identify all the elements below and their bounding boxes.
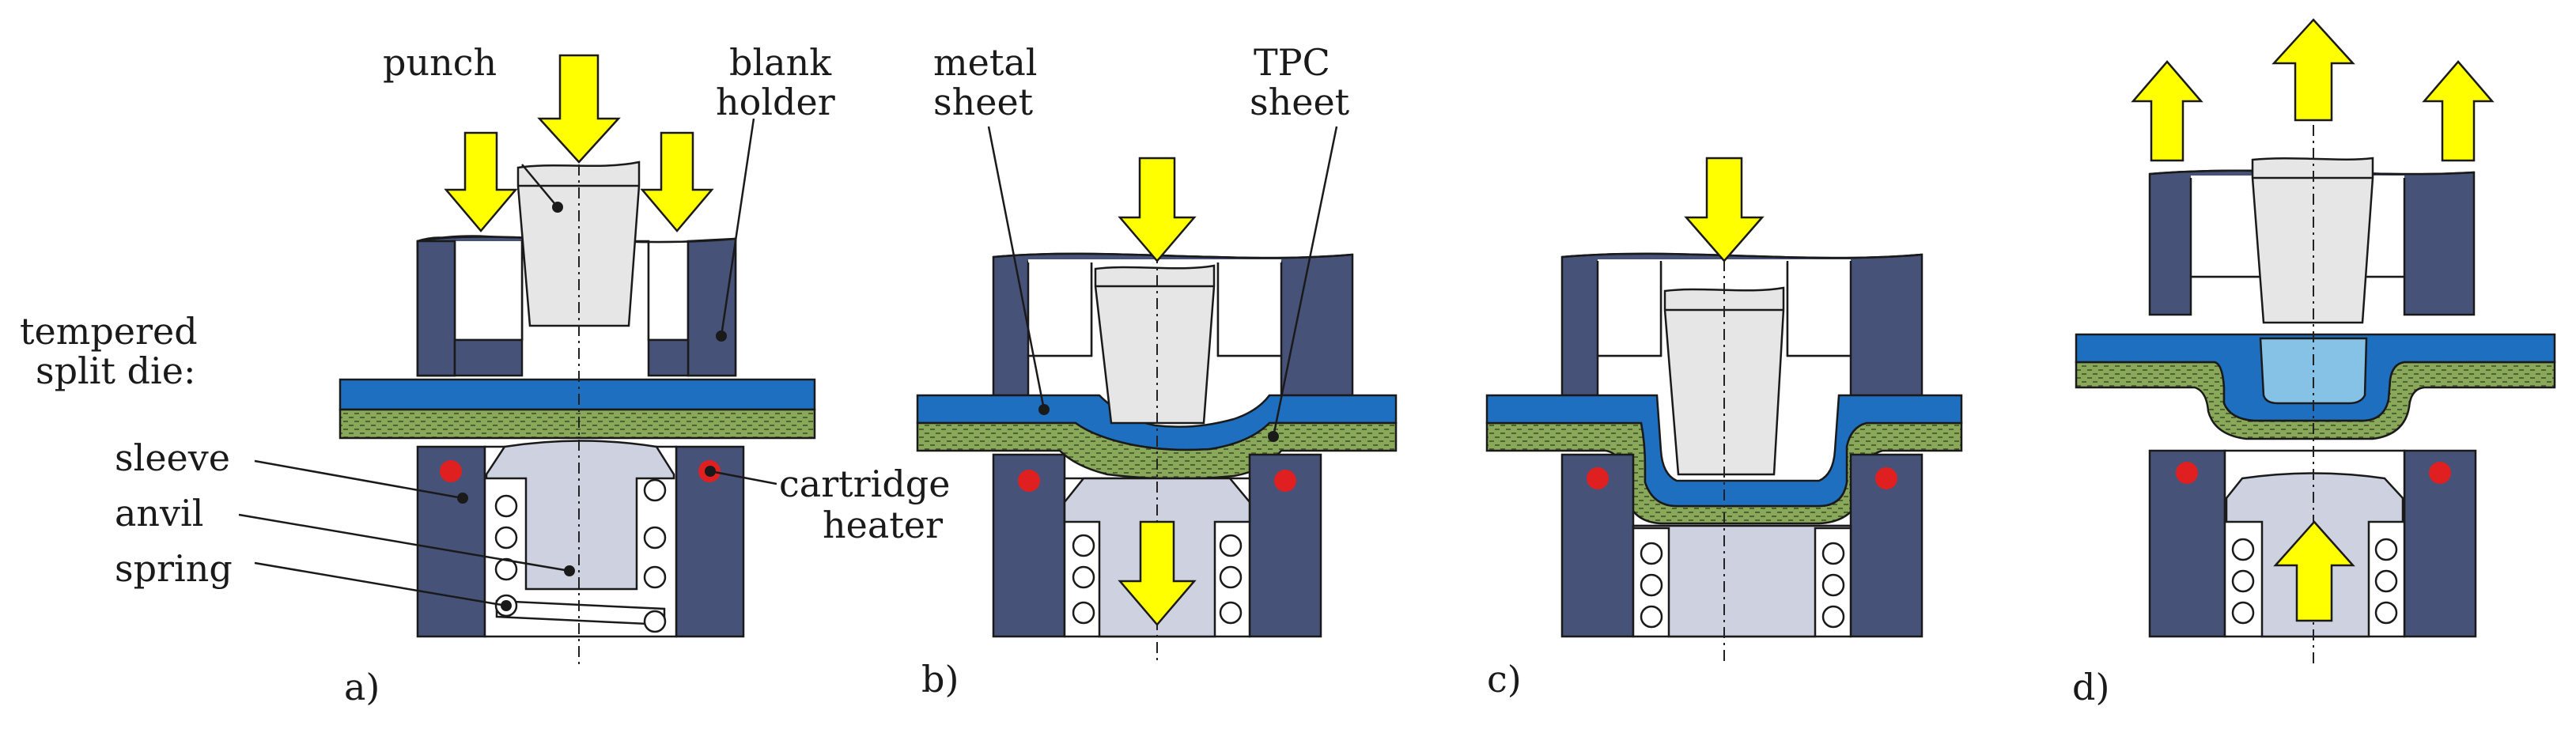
arrow-down-anvil-b [1118, 520, 1197, 626]
label-spring: spring [115, 547, 233, 590]
arrow-down-left [444, 131, 518, 232]
label-cartridge: cartridge [779, 463, 950, 505]
panel-c: c) [1485, 157, 1963, 701]
arrow-up-d [2271, 18, 2355, 122]
label-punch: punch [383, 41, 497, 84]
arrow-down-b [1118, 157, 1197, 263]
panel-label-a: a) [344, 666, 380, 708]
arrow-down-punch [537, 54, 621, 164]
label-blank: blank [729, 41, 832, 84]
heater-left [440, 460, 462, 482]
panel-label-c: c) [1487, 658, 1522, 701]
label-sleeve: sleeve [115, 436, 230, 479]
label-metal: metal [933, 41, 1037, 84]
anvil [485, 440, 675, 591]
spring-coils [494, 478, 667, 633]
label-tempered: tempered [20, 310, 198, 353]
panel-d: d) [2072, 18, 2556, 708]
panel-label-d: d) [2072, 666, 2109, 708]
label-split-die: split die: [36, 349, 195, 392]
tpc-sheet [339, 408, 816, 440]
label-heater: heater [823, 504, 943, 546]
metal-sheet [339, 378, 816, 411]
anvil-c [1632, 524, 1852, 638]
label-holder: holder [716, 81, 835, 123]
label-anvil: anvil [115, 492, 203, 534]
arrow-up-right-d [2422, 60, 2495, 162]
label-tpc-sheet: sheet [1250, 81, 1350, 123]
panel-label-b: b) [921, 658, 959, 701]
panel-a: punch blank holder tempered split die: s… [20, 41, 950, 708]
arrow-down-right [640, 131, 714, 232]
panel-b: metal sheet TPC sheet b) [916, 41, 1398, 701]
label-tpc: TPC [1254, 41, 1330, 84]
punch-b [1094, 264, 1216, 425]
arrow-up-anvil-d [2273, 520, 2355, 622]
arrow-down-c [1684, 157, 1765, 263]
arrow-up-left-d [2131, 60, 2203, 162]
metal-sheet-c [1485, 394, 1963, 508]
label-metal-sheet: sheet [933, 81, 1034, 123]
